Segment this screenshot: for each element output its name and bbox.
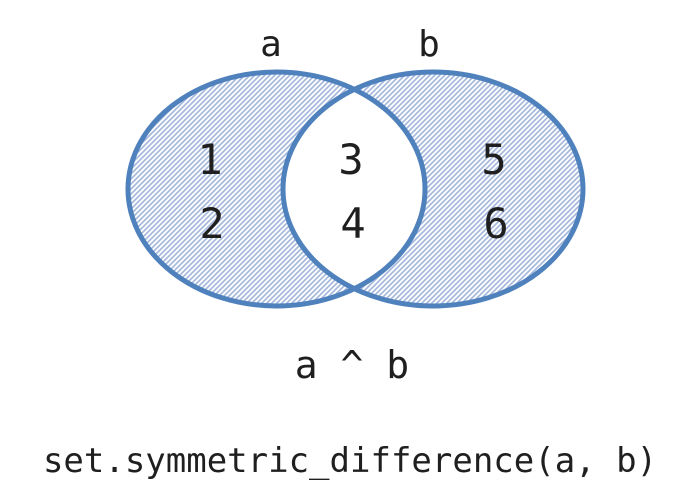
set-a-item: 1: [197, 135, 222, 184]
set-a-outline: [125, 69, 428, 309]
set-a-label: a: [260, 24, 282, 65]
intersection-item: 4: [340, 199, 365, 248]
operation-label: a ^ b: [295, 343, 409, 387]
set-a-item: 2: [199, 199, 224, 248]
code-caption: set.symmetric_difference(a, b): [42, 441, 658, 481]
set-b-outline: [280, 69, 586, 309]
set-b-item: 5: [481, 135, 506, 184]
intersection-item: 3: [338, 135, 363, 184]
set-b-item: 6: [483, 199, 508, 248]
venn-diagram: a b 1 2 3 4 5 6 a ^ b: [125, 24, 586, 387]
intersection-region: [283, 72, 425, 306]
set-b-label: b: [418, 24, 440, 65]
